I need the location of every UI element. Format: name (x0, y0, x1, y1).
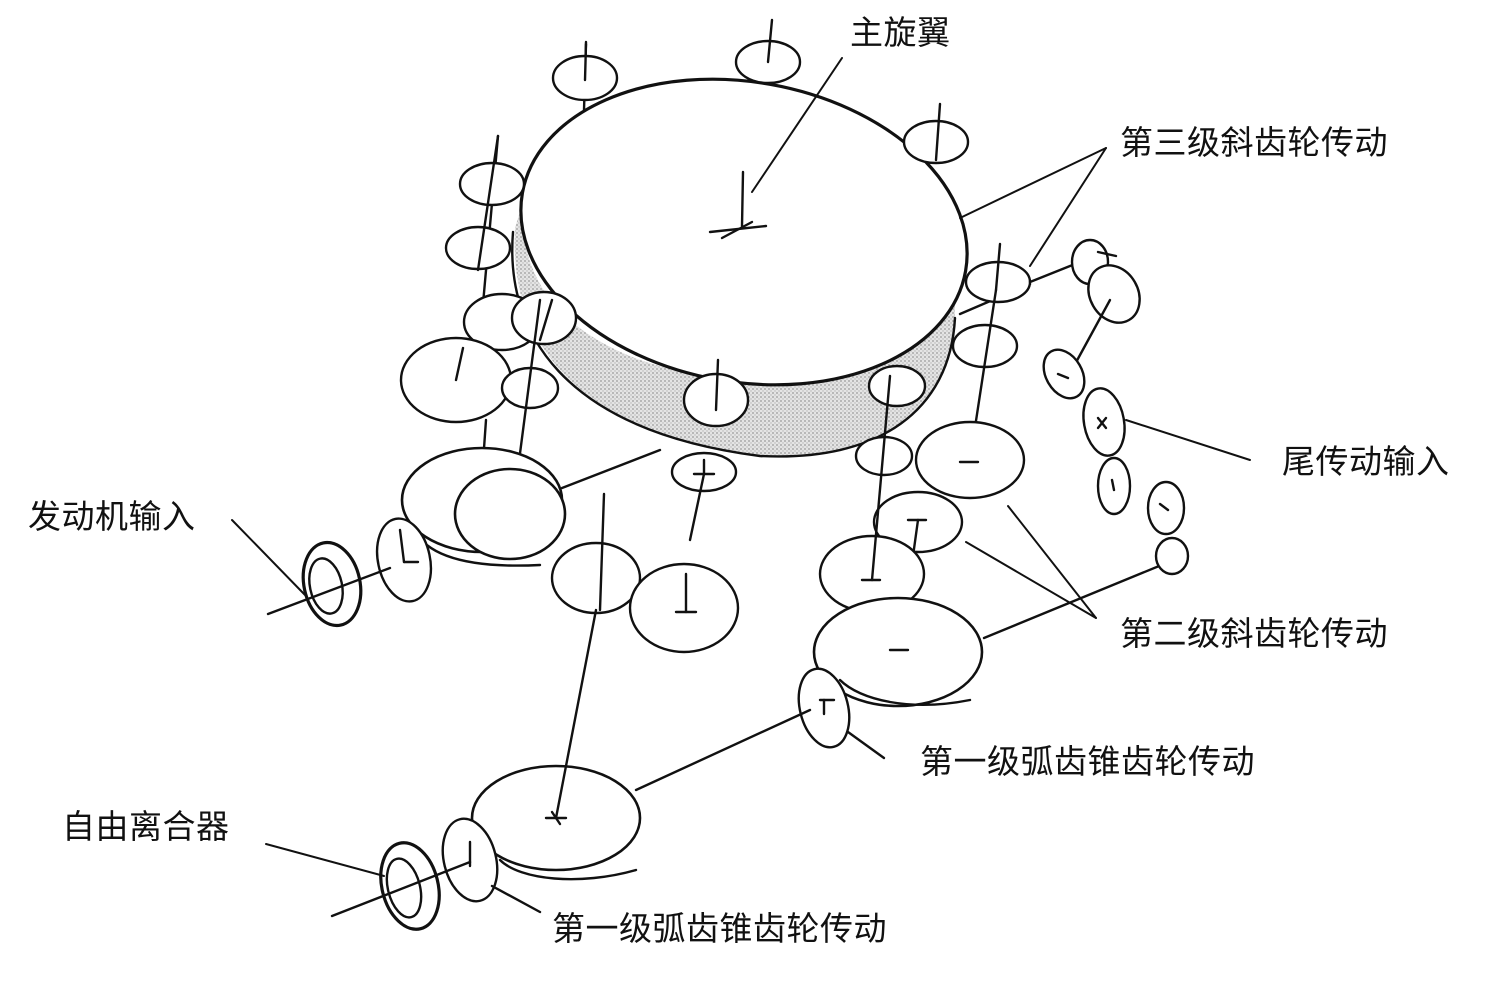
stage1-spiral-bevel-label-bottom: 第一级弧齿锥齿轮传动 (552, 909, 887, 948)
stage3-pinion-top-right (902, 102, 970, 165)
engine-input-flange (266, 517, 433, 628)
free-clutch-flange (330, 841, 472, 931)
engine-input-gears (400, 358, 750, 654)
engine-input-label: 发动机输入 (28, 497, 196, 536)
stage1-spiral-bevel-label-right: 第一级弧齿锥齿轮传动 (920, 742, 1255, 781)
stage3-pinion-top-center (734, 18, 802, 85)
free-clutch-label: 自由离合器 (62, 807, 230, 846)
tail-drive-input-label: 尾传动输入 (1282, 442, 1450, 481)
tail-drive-gears (1028, 238, 1190, 576)
stage1-spiral-bevel-gears (441, 608, 886, 914)
main-rotor-label: 主旋翼 (850, 13, 951, 52)
left-shaft-gears (399, 134, 578, 532)
right-shaft-gears (812, 242, 1166, 708)
leader-lines (231, 57, 1251, 877)
stage2-helical-label: 第二级斜齿轮传动 (1120, 614, 1388, 653)
stage3-helical-label: 第三级斜齿轮传动 (1120, 123, 1388, 162)
stage3-pinion-top-left (551, 40, 619, 112)
